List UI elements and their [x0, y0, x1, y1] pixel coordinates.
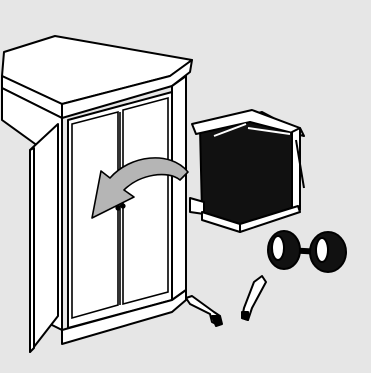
- dishwasher-unit: [190, 110, 304, 232]
- cabinet-door: [30, 124, 58, 352]
- door-handles: [186, 276, 266, 326]
- roller-wheels: [268, 231, 346, 272]
